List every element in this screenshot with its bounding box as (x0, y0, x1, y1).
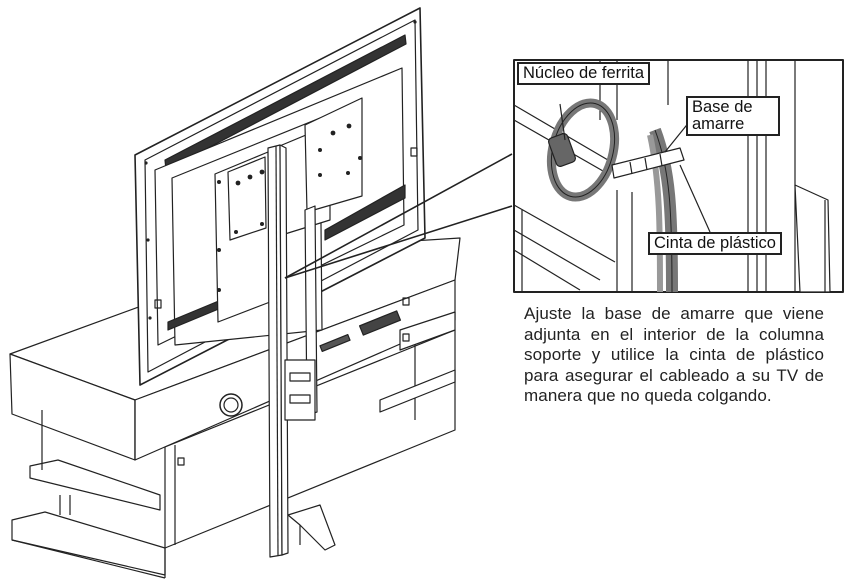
label-tie-base-line1: Base de (692, 98, 753, 116)
support-column (267, 144, 336, 558)
label-tie-base: Base de amarre (686, 96, 780, 136)
callout-lines (284, 153, 513, 279)
label-ferrite-core: Núcleo de ferrita (517, 62, 651, 85)
label-plastic-tie: Cinta de plástico (648, 232, 782, 255)
detail-inset (513, 59, 844, 293)
label-tie-base-line2: amarre (692, 115, 745, 133)
instruction-caption: Ajuste la base de amarre que viene adjun… (524, 304, 824, 405)
